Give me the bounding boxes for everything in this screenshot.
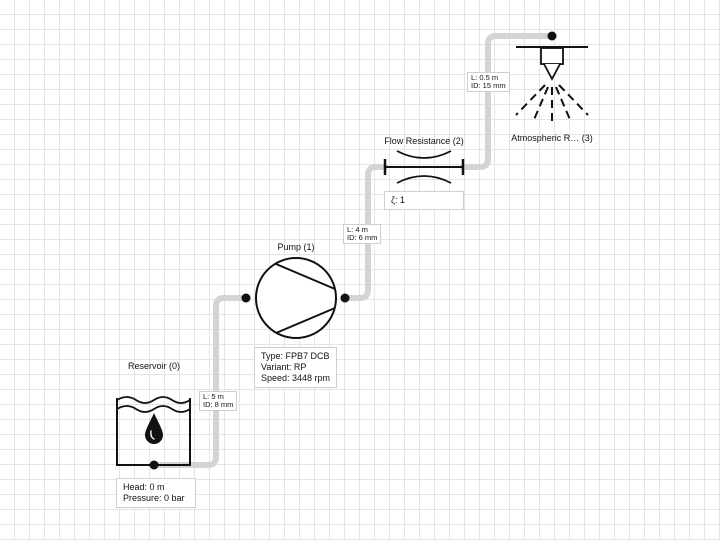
pump-properties[interactable]: Type: FPB7 DCB Variant: RP Speed: 3448 r… [254, 347, 337, 388]
pipe-2[interactable] [460, 33, 555, 170]
pipe-0-length: L: 5 m [203, 392, 224, 401]
port-pump-in[interactable] [241, 293, 251, 303]
atmospheric-nozzle-icon[interactable] [515, 46, 589, 125]
port-reservoir-out[interactable] [149, 460, 159, 470]
pump-title: Pump (1) [277, 242, 315, 252]
port-atmospheric-in[interactable] [547, 31, 557, 41]
pump-variant: Variant: RP [261, 362, 307, 372]
reservoir-pressure: Pressure: 0 bar [123, 493, 185, 503]
pipe-0[interactable] [151, 295, 249, 468]
pump-speed: Speed: 3448 rpm [261, 373, 331, 383]
reservoir-head: Head: 0 m [123, 482, 165, 492]
pump-icon[interactable] [255, 257, 337, 339]
flow-resistance-icon[interactable] [383, 150, 465, 184]
pipe-2-diameter: ID: 15 mm [471, 81, 506, 90]
atmospheric-title: Atmospheric R… (3) [511, 133, 593, 143]
reservoir-icon[interactable] [116, 396, 191, 466]
flow-resistance-zeta: ζ: 1 [391, 195, 405, 205]
pipe-0-diameter: ID: 8 mm [203, 400, 234, 409]
pump-type: Type: FPB7 DCB [261, 351, 330, 361]
pipe-1-diameter: ID: 6 mm [347, 233, 378, 242]
pipe-1-label[interactable]: L: 4 m ID: 6 mm [343, 224, 382, 244]
pipe-0-label[interactable]: L: 5 m ID: 8 mm [199, 391, 238, 411]
flow-resistance-properties[interactable]: ζ: 1 [384, 191, 464, 210]
flow-resistance-title: Flow Resistance (2) [384, 136, 464, 146]
reservoir-title: Reservoir (0) [127, 361, 181, 371]
pipe-1-length: L: 4 m [347, 225, 368, 234]
port-pump-out[interactable] [340, 293, 350, 303]
pipe-2-label[interactable]: L: 0.5 m ID: 15 mm [467, 72, 510, 92]
pipe-2-length: L: 0.5 m [471, 73, 499, 82]
reservoir-properties[interactable]: Head: 0 m Pressure: 0 bar [116, 478, 196, 508]
